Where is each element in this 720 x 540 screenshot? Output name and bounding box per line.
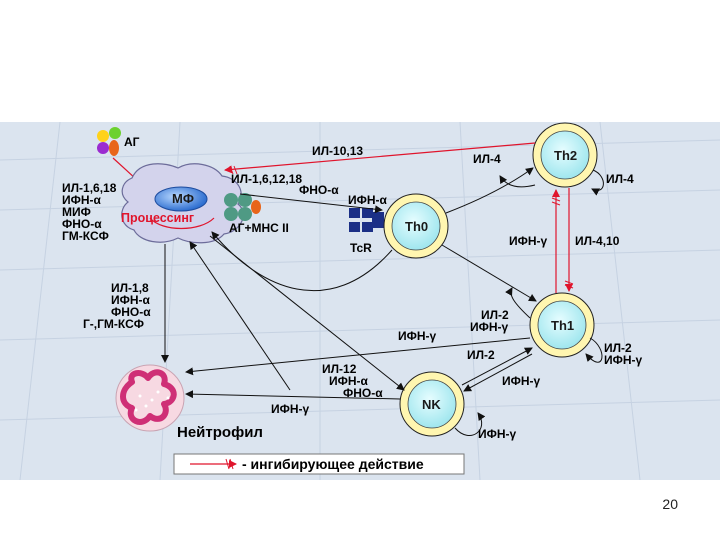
processing-label: Процессинг [121,211,194,225]
svg-text:ФНО-α: ФНО-α [343,386,383,400]
arrow-th2-self [591,169,604,196]
th2-il4-self-label: ИЛ-4 [606,172,634,186]
antigen-label: АГ [124,135,140,149]
th1-name: Th1 [551,318,574,333]
th1-cell [529,292,595,358]
th2-to-th1-label: ИЛ-4,10 [575,234,620,248]
nk-to-neutrophil-label: ИФН-γ [271,402,310,416]
arrow-th0-mf [211,231,393,291]
svg-text:ФНО-α: ФНО-α [299,183,339,197]
svg-text:ИФН-α: ИФН-α [329,374,369,388]
mf-to-nk-cytokines: ИЛ-12 ИФН-α ФНО-α [322,362,383,400]
neutrophil-name: Нейтрофил [177,424,263,441]
tcr-label: TcR [350,241,372,255]
svg-text:ФНО-α: ФНО-α [111,305,151,319]
il-10-13-label: ИЛ-10,13 [312,144,363,158]
th1-self-labels: ИЛ-2 ИФН-γ [604,341,643,367]
svg-text:ИФН-γ: ИФН-γ [470,320,509,334]
neutrophil-cell [115,364,185,432]
svg-text:ИЛ-2: ИЛ-2 [481,308,509,322]
tcr-receptor-icon [349,208,384,232]
arrow-nk-self [454,412,486,436]
th0-cell [383,193,449,259]
inhibit-arrow-th2-mf [224,142,536,175]
mf-to-th0-cytokines: ИЛ-1,6,12,18 ФНО-α [231,172,339,197]
svg-text:ИЛ-12: ИЛ-12 [322,362,357,376]
arrow-nk-th1 [461,347,533,386]
svg-text:ИФН-α: ИФН-α [111,293,151,307]
arrow-nk-neutrophil [185,390,401,400]
svg-text:ФНО-α: ФНО-α [62,217,102,231]
nk-self-label: ИФН-γ [478,427,517,441]
svg-text:ГМ-КСФ: ГМ-КСФ [62,229,109,243]
background-panel [0,121,720,481]
th1-to-th2-label: ИФН-γ [509,234,548,248]
th1-in-labels: ИЛ-2 ИФН-γ [470,308,509,334]
macrophage-cell [121,163,244,244]
svg-text:ИЛ-1,6,12,18: ИЛ-1,6,12,18 [231,172,302,186]
arrow-th2-il4-in [499,175,536,188]
th2-cell [532,122,598,188]
arrow-th1-nk [463,353,533,392]
mhc-complex-icon [224,193,261,221]
legend: - ингибирующее действие [173,453,465,475]
arrow-th1-in [505,287,531,319]
th2-il4-left-label: ИЛ-4 [473,152,501,166]
arrow-th0-th2 [445,167,534,214]
inhibit-arrow-th1-th2 [551,189,561,293]
mf-to-neutrophil-cytokines: ИЛ-1,8 ИФН-α ФНО-α Г-,ГМ-КСФ [83,281,151,331]
svg-text:ИЛ-1,6,18: ИЛ-1,6,18 [62,181,117,195]
svg-text:МИФ: МИФ [62,205,91,219]
antigen-icon [97,127,121,156]
nk-ifn-right-label: ИФН-γ [502,374,541,388]
svg-text:ИФН-α: ИФН-α [62,193,102,207]
inhibit-arrow-th2-th1 [564,188,574,292]
mf-cytokine-list: ИЛ-1,6,18 ИФН-α МИФ ФНО-α ГМ-КСФ [62,181,117,243]
arrow-nk-mf [189,241,291,391]
svg-text:ИЛ-1,8: ИЛ-1,8 [111,281,149,295]
page-number: 20 [662,496,678,512]
svg-text:ИФН-γ: ИФН-γ [604,353,643,367]
arrow-th0-th1 [441,244,537,302]
arrow-mf-th0 [239,193,383,214]
th2-name: Th2 [554,148,577,163]
svg-text:Г-,ГМ-КСФ: Г-,ГМ-КСФ [83,317,144,331]
th0-name: Th0 [405,219,428,234]
nk-name: NK [422,397,441,412]
svg-text:ИЛ-2: ИЛ-2 [604,341,632,355]
nk-cell [399,371,465,437]
th0-ifn-label: ИФН-α [348,193,388,207]
nk-il2-label: ИЛ-2 [467,348,495,362]
legend-text: - ингибирующее действие [242,456,424,472]
th1-to-mf-label: ИФН-γ [398,329,437,343]
arrow-mf-nk [209,235,405,391]
mf-name: МФ [172,191,194,206]
ag-mhc-label: АГ+МНС II [229,221,289,235]
arrow-th1-neutrophil [185,337,531,376]
arrow-th1-self [585,337,603,363]
